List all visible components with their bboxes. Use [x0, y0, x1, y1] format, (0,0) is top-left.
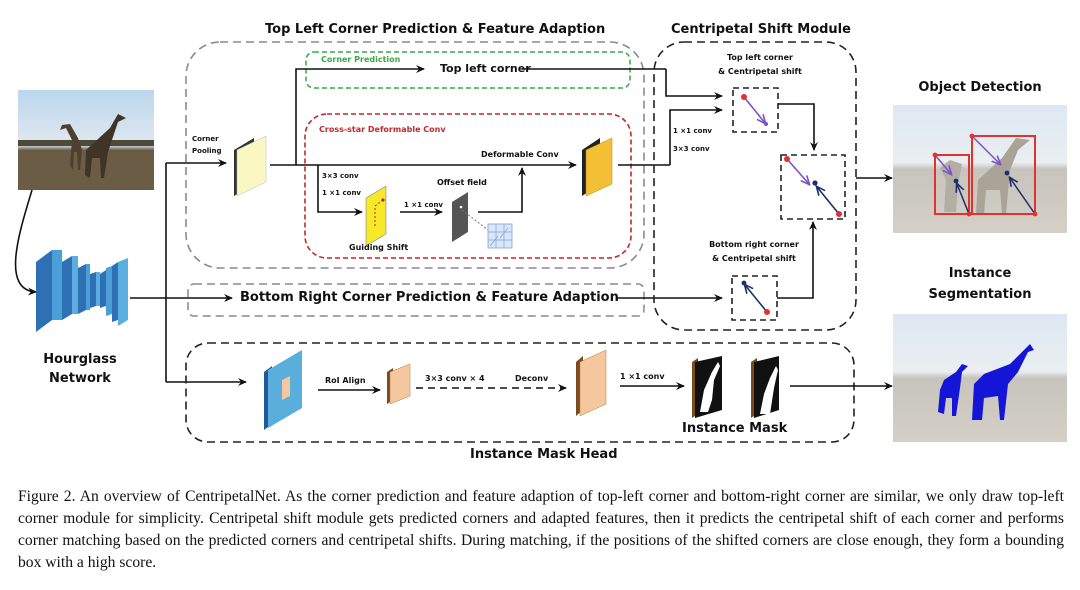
bottom-right-module-title: Bottom Right Corner Prediction & Feature… — [240, 290, 619, 305]
figure-caption: Figure 2. An overview of CentripetalNet.… — [18, 488, 1064, 571]
top-left-module-box — [185, 41, 645, 269]
hourglass-network-icon — [36, 250, 128, 332]
top-left-module-title: Top Left Corner Prediction & Feature Ada… — [265, 22, 606, 37]
guiding-shift-label: Guiding Shift — [349, 243, 409, 252]
instance-mask-1 — [692, 356, 722, 418]
conv3x3x4-label: 3×3 conv × 4 — [425, 374, 485, 383]
cs-conv1x1-label: 1 ×1 conv — [673, 127, 712, 135]
bottom-right-module-box — [187, 283, 645, 317]
tl-corner-dot — [741, 94, 747, 100]
cross-star-label: Cross-star Deformable Conv — [319, 125, 446, 134]
br-shift-arrow — [745, 285, 768, 313]
br-shift-box — [731, 275, 778, 321]
br-shift-label-2: & Centripetal shift — [712, 254, 796, 263]
tl-shift-label-1: Top left corner — [727, 53, 793, 62]
instance-seg-title-2: Segmentation — [928, 287, 1032, 302]
cross-star-box — [304, 113, 632, 259]
object-detection-title: Object Detection — [918, 80, 1042, 95]
instance-mask-head-title: Instance Mask Head — [470, 447, 618, 462]
input-image — [18, 90, 154, 190]
br-shift-label-1: Bottom right corner — [709, 240, 799, 249]
instance-mask-label: Instance Mask — [682, 421, 788, 436]
adapted-feature-map — [582, 137, 613, 197]
deconv-feature-map — [576, 349, 607, 417]
match-tl-shift-arrow — [786, 158, 809, 184]
input-to-hourglass-arrow — [14, 189, 37, 296]
deconv-label: Deconv — [515, 374, 549, 383]
detection-image — [893, 105, 1067, 233]
cs-conv3x3-label: 3×3 conv — [673, 145, 710, 153]
corner-prediction-box — [305, 51, 631, 89]
corner-prediction-label: Corner Prediction — [321, 55, 401, 64]
tl-shift-box — [732, 87, 779, 133]
offset-field-map — [452, 192, 513, 249]
hourglass-label-2: Network — [49, 371, 111, 386]
centripetal-shift-module-box — [653, 41, 857, 331]
corner-pooling-label: Corner Pooling — [192, 135, 222, 155]
centripetalnet-diagram: Top Left Corner Prediction & Feature Ada… — [14, 22, 1067, 462]
pooled-feature-map — [234, 135, 267, 197]
mask-conv1x1-label: 1 ×1 conv — [620, 372, 665, 381]
centripetal-module-title: Centripetal Shift Module — [671, 22, 851, 37]
match-br-shift-arrow — [817, 187, 840, 215]
guiding-shift-map — [365, 185, 387, 247]
corner-matching-box — [780, 154, 846, 220]
to-top-left-corner-arrow — [295, 65, 425, 165]
deformable-conv-label: Deformable Conv — [481, 150, 559, 159]
tl-shift-arrow — [743, 96, 765, 123]
tl-to-match-arrow — [778, 103, 818, 151]
tl-shift-label-2: & Centripetal shift — [718, 67, 802, 76]
roi-feature-map — [264, 350, 302, 430]
segmentation-image — [893, 314, 1067, 442]
instance-mask-2 — [751, 356, 779, 418]
offset-to-deform-arrow — [478, 167, 526, 213]
br-to-match-arrow — [777, 221, 817, 299]
adapted-to-shift-arrow — [669, 106, 723, 165]
corner-to-shift-arrow — [665, 69, 723, 100]
conv3x3-label: 3×3 conv — [322, 172, 359, 180]
hourglass-label-1: Hourglass — [43, 352, 117, 367]
offset-conv1x1-label: 1 ×1 conv — [404, 201, 443, 209]
instance-seg-title-1: Instance — [948, 266, 1012, 281]
diagram-canvas — [14, 41, 1067, 443]
to-guiding-shift-arrow — [317, 165, 363, 216]
top-left-corner-label: Top left corner — [440, 62, 531, 75]
roi-align-label: RoI Align — [325, 376, 366, 385]
roi-feature-small — [387, 363, 411, 405]
instance-mask-head-box — [185, 342, 855, 443]
conv1x1-label: 1 ×1 conv — [322, 189, 361, 197]
offset-field-label: Offset field — [437, 178, 487, 187]
